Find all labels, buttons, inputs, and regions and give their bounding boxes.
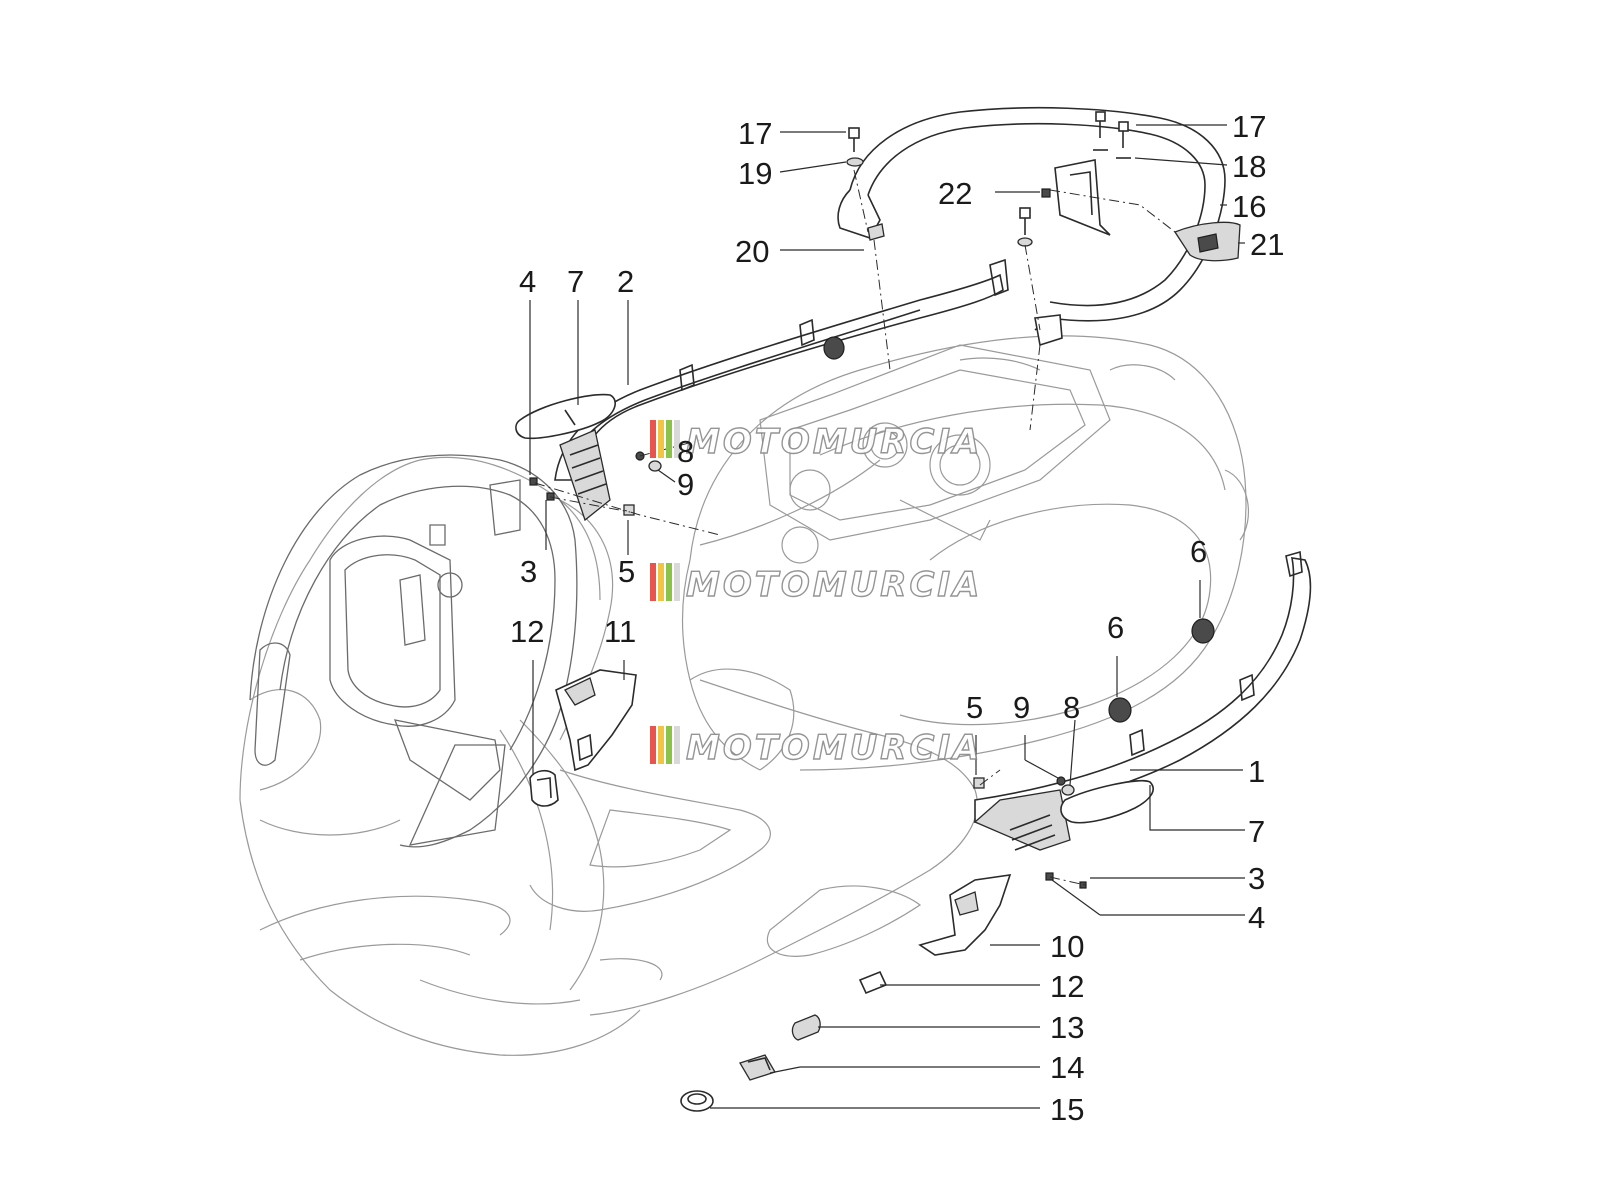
callout-22: 22 [938, 176, 972, 211]
part-12-clip-lower [858, 970, 888, 995]
callout-21: 21 [1250, 227, 1284, 262]
callout-16: 16 [1232, 189, 1266, 224]
callout-10: 10 [1050, 929, 1084, 964]
callout-6-lower: 6 [1107, 610, 1124, 645]
watermark-text: MOTOMURCIA [686, 728, 982, 768]
callout-9-left: 9 [677, 467, 694, 502]
callout-4-left: 4 [519, 264, 536, 299]
callout-20: 20 [735, 234, 769, 269]
part-7-emblem-right [1060, 780, 1154, 824]
callout-labels: 17 19 22 20 17 18 16 21 4 7 2 8 9 3 5 12… [510, 109, 1284, 1127]
part-7-emblem-left [515, 393, 616, 440]
watermark-text: MOTOMURCIA [686, 422, 982, 462]
callout-15: 15 [1050, 1092, 1084, 1127]
callout-7-left: 7 [567, 264, 584, 299]
lower-small-parts [680, 970, 888, 1112]
assembly-lines [534, 169, 1176, 886]
leader-lines [529, 124, 1245, 1109]
callout-7-right: 7 [1248, 814, 1265, 849]
front-legshield [249, 454, 578, 848]
callout-5-left: 5 [618, 554, 635, 589]
part-16-rear-rack [837, 106, 1226, 347]
callout-14: 14 [1050, 1050, 1084, 1085]
callout-18: 18 [1232, 149, 1266, 184]
callout-6-upper: 6 [1190, 534, 1207, 569]
watermark-3: MOTOMURCIA [650, 726, 982, 769]
watermark-2: MOTOMURCIA [650, 563, 982, 606]
callout-12-right: 12 [1050, 969, 1084, 1004]
callout-17-right: 17 [1232, 109, 1266, 144]
callout-13: 13 [1050, 1010, 1084, 1045]
part-1-side-trim-right [973, 550, 1312, 851]
callout-9-right: 9 [1013, 690, 1030, 725]
part-10-inner-cover [918, 874, 1012, 956]
callout-3-right: 3 [1248, 861, 1265, 896]
scooter-body-outline [239, 335, 1249, 1056]
fasteners [529, 111, 1215, 889]
callout-5-right: 5 [966, 690, 983, 725]
callout-1: 1 [1248, 754, 1265, 789]
watermark-text: MOTOMURCIA [686, 565, 982, 605]
callout-8-left: 8 [677, 434, 694, 469]
part-13-plug [791, 1014, 821, 1041]
callout-17-left: 17 [738, 116, 772, 151]
part-11-inner-cover [555, 669, 637, 772]
callout-19: 19 [738, 156, 772, 191]
callout-11: 11 [604, 614, 636, 649]
callout-2: 2 [617, 264, 634, 299]
callout-12-left: 12 [510, 614, 544, 649]
part-2-side-trim-left [554, 258, 1009, 522]
watermark-1: MOTOMURCIA [650, 420, 982, 463]
part-21-rack-cover [1174, 221, 1241, 262]
callout-8-right: 8 [1063, 690, 1080, 725]
callout-4-right: 4 [1248, 900, 1265, 935]
part-12-clip-left [529, 769, 559, 807]
callout-3-left: 3 [520, 554, 537, 589]
